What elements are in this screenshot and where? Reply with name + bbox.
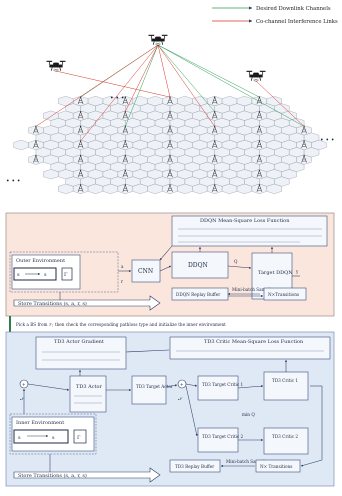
td3-transitions-label: N× Transitions — [260, 464, 292, 469]
inner-environment-label: Inner Environment — [16, 420, 64, 426]
cnn-to-ddqn-arrow — [159, 265, 172, 272]
ddqn-box — [171, 251, 229, 279]
loss-to-cnn-arrow — [159, 245, 173, 261]
ddqn-panel: DDQN Mean-Square Loss Function Outer Env… — [5, 212, 335, 317]
hexagonal-cell-grid — [13, 96, 327, 194]
td3-actor-box — [69, 375, 107, 413]
inner-state-box — [13, 429, 69, 444]
outer-environment-label: Outer Environment — [16, 258, 65, 264]
desired-channel-link — [157, 44, 260, 98]
inner-env-frame — [9, 413, 97, 455]
store-transitions-arrow — [13, 295, 161, 311]
td3-transitions-box — [255, 459, 301, 473]
ddqn-minibatch-label: Mini-batch Sampling — [232, 287, 277, 292]
td3-store-label: Store Transitions (s, a, r, s) — [18, 472, 87, 479]
inner-state-right: s — [52, 435, 55, 441]
hex-cell — [13, 139, 29, 151]
noise-to-actor-arrow — [27, 383, 70, 391]
td3-replay-box — [169, 459, 221, 473]
td3-target-critic-2-label: TD3 Target Critic 2 — [202, 434, 244, 439]
interference-link — [80, 44, 159, 142]
ellipsis-dots: • • • — [6, 178, 20, 185]
ddqn-label: DDQN — [188, 262, 208, 269]
td3-critic-loss-title: TD3 Critic Mean-Square Loss Function — [204, 339, 304, 345]
td3-critic-1-label: TD3 Critic 1 — [272, 378, 298, 383]
td3-target-actor-box — [131, 375, 167, 405]
hex-cell — [266, 183, 282, 194]
ddqn-loss-title: DDQN Mean-Square Loss Function — [200, 218, 290, 224]
td3-target-actor-label: TD3 Target Actor — [136, 384, 173, 389]
symbol-y: y — [295, 269, 299, 274]
td3-target-critic-2-box — [197, 427, 239, 453]
td3-critic-loss-box — [169, 336, 331, 360]
td3-critic-2-box — [263, 427, 309, 455]
target-critic-1-out-arrow — [237, 385, 264, 389]
ddqn-store-label: Store Transitions (s, a, r, s) — [18, 300, 87, 307]
ddqn-transitions-box — [263, 287, 307, 301]
interference-link — [255, 80, 305, 127]
legend: Desired Downlink Channels Co-channel Int… — [212, 6, 338, 25]
ddqn-loss-box — [171, 215, 328, 247]
outer-gamma-box — [61, 267, 73, 281]
inner-gamma: Γ — [77, 435, 81, 441]
desired-channel-link — [125, 44, 159, 127]
noise-symbol: 𝒩 — [20, 396, 25, 401]
td3-critic-2-label: TD3 Critic 2 — [272, 434, 298, 439]
outer-env-frame — [9, 251, 119, 293]
ddqn-to-target-arrow — [227, 265, 252, 269]
ddqn-replay-label: DDQN Replay Buffer — [176, 292, 220, 297]
sum-to-target-critic-2-arrow — [185, 385, 198, 437]
uav-icon — [148, 34, 168, 46]
td3-actor-label: TD3 Actor — [76, 384, 103, 390]
ellipsis-dots: • • • — [110, 95, 124, 102]
plus-sign: + — [180, 382, 184, 387]
ddqn-transitions-label: N×Transitions — [268, 292, 299, 297]
outer-state-right: s — [44, 272, 47, 278]
outer-state-left: s — [17, 272, 20, 278]
symbol-r: r — [121, 279, 123, 284]
middle-instruction: Pick a BS from ℱ; then check the corresp… — [16, 322, 226, 327]
target-ddqn-label: Target DDQN — [258, 270, 293, 276]
outer-gamma: Γ — [64, 272, 68, 278]
cnn-label: CNN — [138, 268, 153, 275]
sum-to-target-critic-1-arrow — [185, 383, 198, 387]
critic-to-transitions-arrow — [300, 459, 323, 467]
channel-links — [35, 44, 305, 142]
td3-actor-gradient-box — [35, 336, 127, 370]
interference-link — [125, 44, 159, 112]
target-actor-to-sum-arrow — [165, 384, 178, 388]
legend-desired-label: Desired Downlink Channels — [256, 6, 331, 12]
uav-icon — [246, 70, 266, 82]
td3-minibatch-label: Mini-batch Sampling — [226, 459, 271, 464]
td3-replay-label: TD3 Replay Buffer — [175, 464, 214, 469]
td3-store-transitions-arrow — [13, 467, 161, 483]
desired-channel-link — [157, 44, 215, 112]
interference-link — [157, 44, 215, 127]
uav-icon — [46, 60, 66, 72]
td3-target-critic-1-box — [197, 375, 239, 401]
ellipsis-dots: • • • — [320, 137, 334, 144]
min-q-label: min Q — [242, 412, 255, 417]
symbol-q: Q — [234, 259, 238, 264]
desired-channel-link — [157, 44, 305, 127]
symbol-a: a — [121, 264, 124, 269]
inner-gamma-box — [73, 429, 87, 444]
interference-link — [35, 44, 159, 127]
target-noise-symbol: 𝒩 — [178, 396, 183, 401]
inner-state-left: s — [18, 435, 21, 441]
gradient-loss-link — [125, 349, 170, 353]
plus-sign: + — [22, 382, 26, 387]
td3-critic-1-box — [263, 371, 309, 401]
td3-panel: TD3 Actor Gradient TD3 Critic Mean-Squar… — [5, 331, 335, 487]
interference-link — [55, 70, 171, 98]
interference-link — [157, 44, 171, 98]
legend-interference-label: Co-channel Interference Links — [256, 19, 338, 25]
td3-actor-gradient-title: TD3 Actor Gradient — [54, 339, 104, 345]
td3-target-critic-1-label: TD3 Target Critic 1 — [202, 382, 244, 387]
